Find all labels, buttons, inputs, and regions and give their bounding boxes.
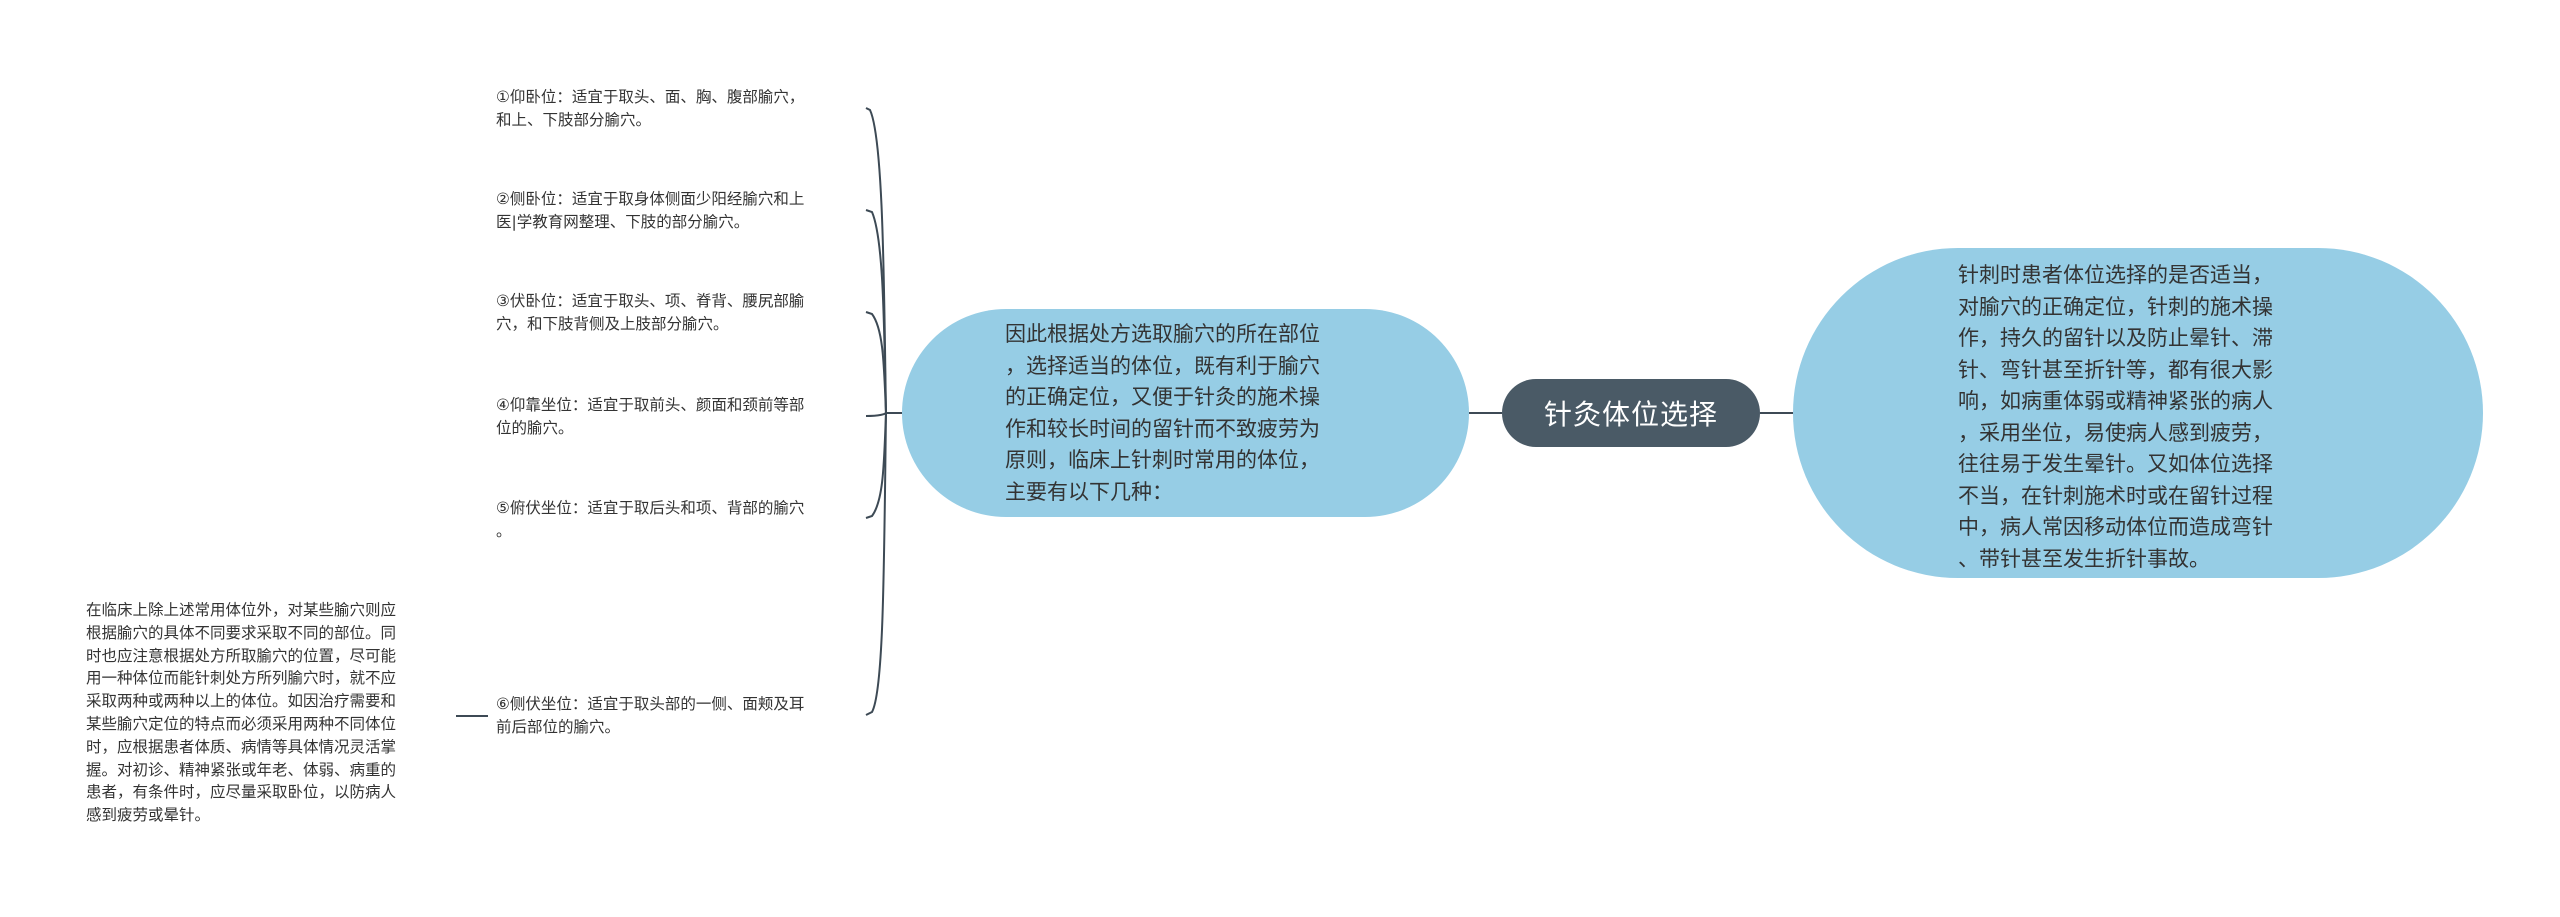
connector-leaf-4 bbox=[865, 412, 887, 417]
topic-left[interactable]: 因此根据处方选取腧穴的所在部位 ，选择适当的体位，既有利于腧穴 的正确定位，又便… bbox=[902, 309, 1469, 517]
central-topic[interactable]: 针灸体位选择 bbox=[1502, 379, 1760, 447]
leaf-lateral[interactable]: ②侧卧位：适宜于取身体侧面少阳经腧穴和上 医|学教育网整理、下肢的部分腧穴。 bbox=[496, 190, 805, 231]
leaf-reclining-sitting[interactable]: ④仰靠坐位：适宜于取前头、颜面和颈前等部 位的腧穴。 bbox=[496, 396, 805, 437]
connector-leaf-5 bbox=[865, 412, 887, 519]
note-clinical[interactable]: 在临床上除上述常用体位外，对某些腧穴则应 根据腧穴的具体不同要求采取不同的部位。… bbox=[86, 601, 397, 825]
topic-right[interactable]: 针刺时患者体位选择的是否适当， 对腧穴的正确定位，针刺的施术操 作，持久的留针以… bbox=[1793, 248, 2483, 578]
leaf-supine[interactable]: ①仰卧位：适宜于取头、面、胸、腹部腧穴， 和上、下肢部分腧穴。 bbox=[496, 88, 805, 129]
topic-left-text: 因此根据处方选取腧穴的所在部位 ，选择适当的体位，既有利于腧穴 的正确定位，又便… bbox=[1005, 322, 1320, 504]
leaf-prone[interactable]: ③伏卧位：适宜于取头、项、脊背、腰尻部腧 穴，和下肢背侧及上肢部分腧穴。 bbox=[496, 292, 805, 333]
central-topic-label: 针灸体位选择 bbox=[1543, 398, 1718, 431]
connector-leaf-3 bbox=[865, 311, 887, 414]
leaf-lateral-sitting[interactable]: ⑥侧伏坐位：适宜于取头部的一侧、面颊及耳 前后部位的腧穴。 bbox=[496, 695, 805, 736]
leaf-prone-sitting[interactable]: ⑤俯伏坐位：适宜于取后头和项、背部的腧穴 。 bbox=[496, 499, 805, 540]
connector-leaf-6 bbox=[865, 412, 887, 716]
topic-right-text: 针刺时患者体位选择的是否适当， 对腧穴的正确定位，针刺的施术操 作，持久的留针以… bbox=[1958, 263, 2273, 571]
